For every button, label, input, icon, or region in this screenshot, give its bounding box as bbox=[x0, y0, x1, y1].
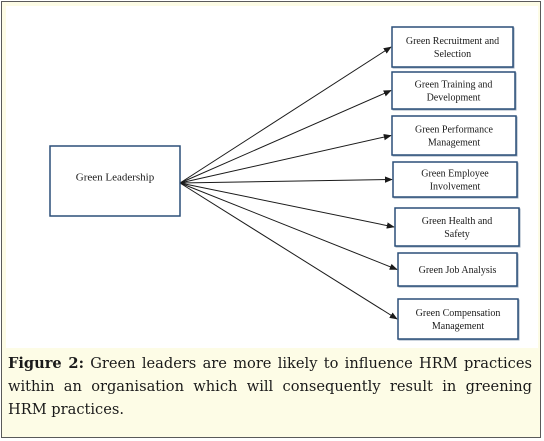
source-node-label: Green Leadership bbox=[76, 172, 155, 184]
caption-label: Figure 2: bbox=[8, 355, 84, 372]
arrow-6 bbox=[179, 182, 398, 270]
target-node-box-1 bbox=[391, 26, 514, 68]
target-node-box-3 bbox=[391, 115, 517, 156]
target-node-box-4 bbox=[392, 161, 518, 198]
arrow-7 bbox=[179, 182, 398, 320]
target-node-box-7 bbox=[397, 298, 519, 340]
arrow-2 bbox=[179, 90, 392, 184]
caption-text: Green leaders are more likely to influen… bbox=[8, 355, 532, 418]
arrow-3 bbox=[179, 133, 392, 184]
arrow-group bbox=[179, 46, 398, 320]
arrow-5 bbox=[179, 182, 395, 229]
figure-caption: Figure 2: Green leaders are more likely … bbox=[8, 352, 532, 421]
arrow-4 bbox=[179, 176, 393, 184]
arrow-1 bbox=[179, 46, 392, 184]
target-node-box-2 bbox=[391, 71, 516, 110]
target-node-box-6 bbox=[397, 252, 518, 287]
target-node-label-6: Green Job Analysis bbox=[419, 265, 497, 276]
target-node-box-5 bbox=[394, 207, 520, 247]
source-node-box bbox=[49, 145, 181, 217]
